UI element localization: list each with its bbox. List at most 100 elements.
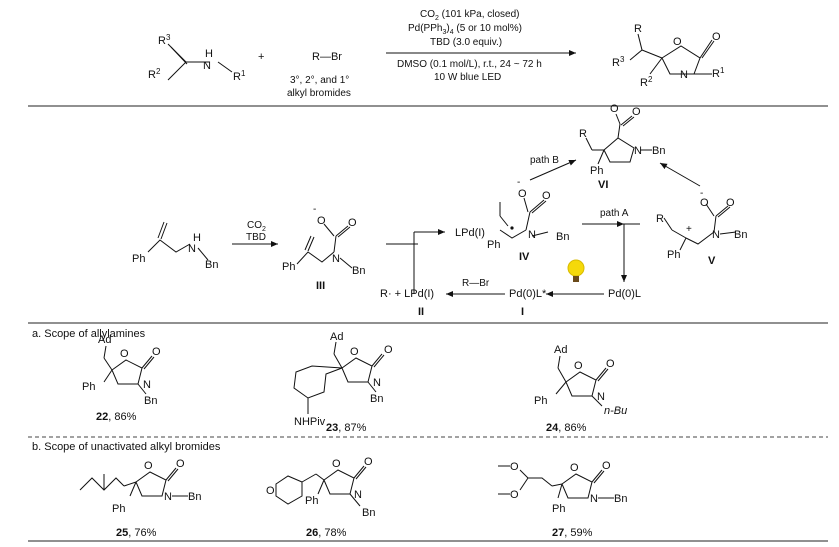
26-o-ring-pyran: O [266, 485, 275, 497]
mech-start-ph: Ph [132, 253, 145, 265]
general-reaction: R3 R2 N H R1 + R—Br 3°, 2°, and 1° alkyl… [148, 9, 725, 99]
product-r1: R1 [712, 66, 725, 80]
mech-rbr: R—Br [462, 278, 490, 289]
IV-ph: Ph [487, 239, 500, 251]
compound-25: O O N Bn Ph 25, 76% [79, 458, 201, 539]
bromide-class: alkyl bromides [287, 88, 351, 99]
23-caption: 23, 87% [326, 422, 367, 434]
VI-label: VI [598, 179, 608, 191]
V-ph: Ph [667, 249, 680, 261]
24-nbu: n-Bu [604, 405, 627, 417]
I-label: I [521, 306, 524, 318]
IV-bn: Bn [556, 231, 569, 243]
25-ph: Ph [112, 503, 125, 515]
section-a: a. Scope of allylamines Ad Ph O O N Bn 2… [32, 328, 627, 434]
25-bn: Bn [188, 491, 201, 503]
condition-light: 10 W blue LED [434, 72, 501, 83]
23-bn: Bn [370, 393, 383, 405]
27-bn: Bn [614, 493, 627, 505]
25-caption: 25, 76% [116, 527, 157, 539]
path-a-label: path A [600, 208, 629, 219]
III-ph: Ph [282, 261, 295, 273]
27-o-methoxy-a: O [510, 461, 519, 473]
23-nhpiv: NHPiv [294, 416, 326, 428]
path-b-label: path B [530, 155, 559, 166]
mech-start: Ph N H Bn [132, 221, 218, 271]
26-caption: 26, 78% [306, 527, 347, 539]
reaction-conditions: CO2 (101 kPa, closed) Pd(PPh3)4 (5 or 10… [386, 9, 576, 83]
IV-lpd: LPd(I) [455, 227, 485, 239]
condition-pd: Pd(PPh3)4 (5 or 10 mol%) [408, 23, 522, 36]
plus-sign: + [258, 51, 264, 63]
substrate-n: N [203, 60, 211, 72]
27-n: N [590, 493, 598, 505]
V-o-minus: O [700, 197, 709, 209]
22-o-ring: O [120, 348, 129, 360]
substrate-r3: R3 [158, 33, 171, 47]
general-product: R O O N R1 R2 R3 [612, 23, 725, 89]
product-n: N [680, 69, 688, 81]
VI-n: N [634, 145, 642, 157]
VI-r: R [579, 128, 587, 140]
V-n: N [712, 229, 720, 241]
25-n: N [164, 491, 172, 503]
section-b-title: b. Scope of unactivated alkyl bromides [32, 441, 221, 453]
III-neg-charge: - [313, 204, 316, 215]
arrow-path-b [529, 159, 577, 181]
substrate-r2: R2 [148, 67, 161, 81]
III-n: N [332, 253, 340, 265]
intermediate-VI: R O O N Bn Ph VI [579, 103, 665, 191]
II-label: II [418, 306, 424, 318]
intermediate-IV: LPd(I) - O O Ph N Bn IV [455, 177, 569, 263]
27-o-carbonyl: O [602, 460, 611, 472]
23-n: N [373, 377, 381, 389]
22-n: N [143, 379, 151, 391]
condition-solvent: DMSO (0.1 mol/L), r.t., 24 ~ 72 h [397, 59, 542, 70]
27-ph: Ph [552, 503, 565, 515]
22-ph: Ph [82, 381, 95, 393]
III-o-minus: O [317, 215, 326, 227]
III-bn: Bn [352, 265, 365, 277]
arrow-V-to-VI [659, 162, 701, 187]
pd0-excited: Pd(0)L* [509, 288, 547, 300]
compound-24: Ad Ph O O N n-Bu 24, 86% [534, 344, 627, 434]
mech-start-bn: Bn [205, 259, 218, 271]
substrate-allylamine: R3 R2 N H R1 [148, 33, 246, 83]
23-o-ring: O [350, 346, 359, 358]
26-o-carbonyl: O [364, 456, 373, 468]
product-o-carbonyl: O [712, 31, 721, 43]
23-ad: Ad [330, 331, 343, 343]
26-ph: Ph [305, 495, 318, 507]
23-o-carbonyl: O [384, 344, 393, 356]
III-o-carbonyl: O [348, 217, 357, 229]
26-o-ring: O [332, 458, 341, 470]
VI-o-ring: O [610, 103, 619, 115]
25-o-carbonyl: O [176, 458, 185, 470]
product-o-ring: O [673, 36, 682, 48]
24-n: N [597, 391, 605, 403]
mechanism: Ph N H Bn CO2 TBD - O O Ph N Bn III [132, 103, 747, 318]
lightbulb-icon [567, 259, 585, 282]
27-o-ring: O [570, 462, 579, 474]
pd0-catalyst: Pd(0)L [608, 288, 641, 300]
27-caption: 27, 59% [552, 527, 593, 539]
section-a-title: a. Scope of allylamines [32, 328, 146, 340]
24-caption: 24, 86% [546, 422, 587, 434]
intermediate-V: R - O O + N Bn Ph V [656, 188, 747, 267]
VI-ph: Ph [590, 165, 603, 177]
III-label: III [316, 280, 325, 292]
22-o-carbonyl: O [152, 346, 161, 358]
IV-neg-charge: - [517, 177, 520, 188]
IV-n: N [528, 229, 536, 241]
substrate-h: H [205, 48, 213, 60]
24-o-ring: O [574, 360, 583, 372]
product-r3: R3 [612, 55, 625, 69]
radial-pair: R· + LPd(I) [380, 288, 434, 300]
V-bn: Bn [734, 229, 747, 241]
V-label: V [708, 255, 716, 267]
VI-bn: Bn [652, 145, 665, 157]
condition-tbd: TBD (3.0 equiv.) [430, 37, 502, 48]
24-o-carbonyl: O [606, 358, 615, 370]
compound-22: Ad Ph O O N Bn 22, 86% [82, 334, 161, 423]
